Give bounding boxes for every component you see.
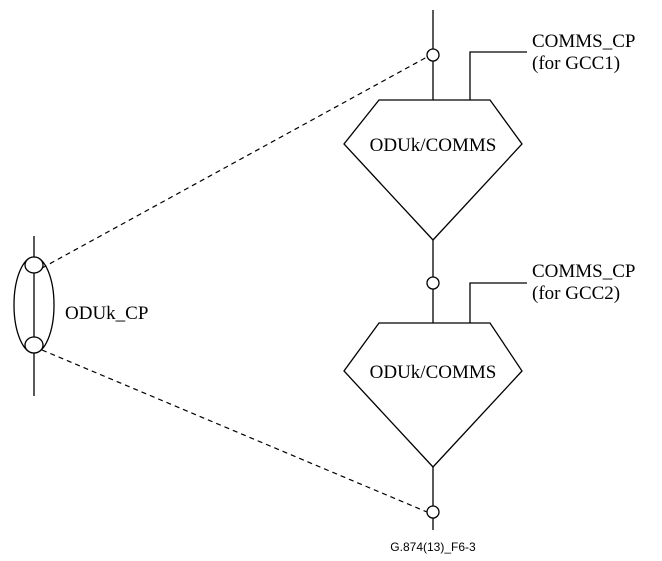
gcc1-label-line2: (for GCC1) xyxy=(532,53,620,74)
lower-adaptation-label: ODUk/COMMS xyxy=(370,362,497,383)
gcc2-branch-line xyxy=(469,282,527,323)
group-lower-port xyxy=(24,336,44,354)
upper-adaptation-shape xyxy=(343,99,523,241)
upper-association-line xyxy=(41,56,428,269)
top-connection-point xyxy=(426,48,440,62)
gcc2-label-line2: (for GCC2) xyxy=(532,283,620,304)
figure-identifier: G.874(13)_F6-3 xyxy=(390,540,476,554)
bottom-connection-point xyxy=(426,505,440,519)
upper-adaptation-function: ODUk/COMMS xyxy=(343,99,523,241)
lower-adaptation-function: ODUk/COMMS xyxy=(343,322,523,468)
gcc1-label-line1: COMMS_CP xyxy=(532,31,636,52)
gcc2-comms-point-label: COMMS_CP (for GCC2) xyxy=(532,261,636,304)
lower-association-line xyxy=(41,349,428,513)
gcc2-label-line1: COMMS_CP xyxy=(532,261,636,282)
oduk-cp-label: ODUk_CP xyxy=(65,303,148,324)
gcc1-comms-point-label: COMMS_CP (for GCC1) xyxy=(532,31,636,74)
oduk-cp-group: ODUk_CP xyxy=(13,236,148,396)
group-upper-port xyxy=(24,256,44,274)
lower-adaptation-shape xyxy=(343,322,523,468)
middle-connection-point xyxy=(426,276,440,290)
gcc1-branch-line xyxy=(469,51,527,100)
upper-adaptation-label: ODUk/COMMS xyxy=(370,135,497,156)
